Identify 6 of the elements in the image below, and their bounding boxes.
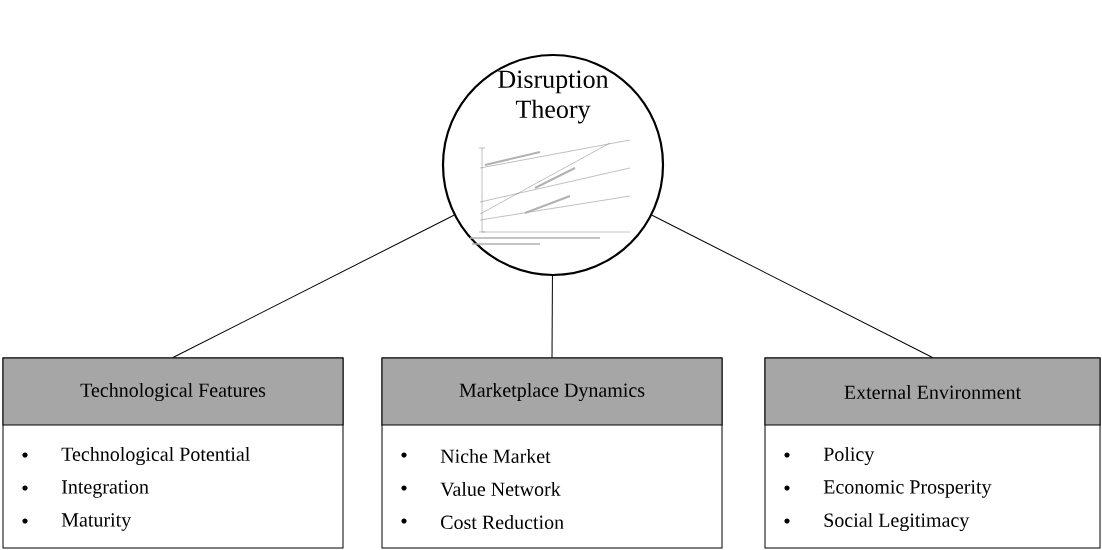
category-box: Technological Features Technological Potential Integration Maturity (2, 357, 344, 549)
category-box: External Environment Policy Economic Prosperity Social Legitimacy (764, 357, 1101, 549)
category-box: Marketplace Dynamics Niche Market Value Network Cost Reduction (381, 357, 723, 549)
connector-line (551, 275, 553, 358)
connector-line (172, 214, 455, 358)
connector-line (651, 214, 933, 358)
